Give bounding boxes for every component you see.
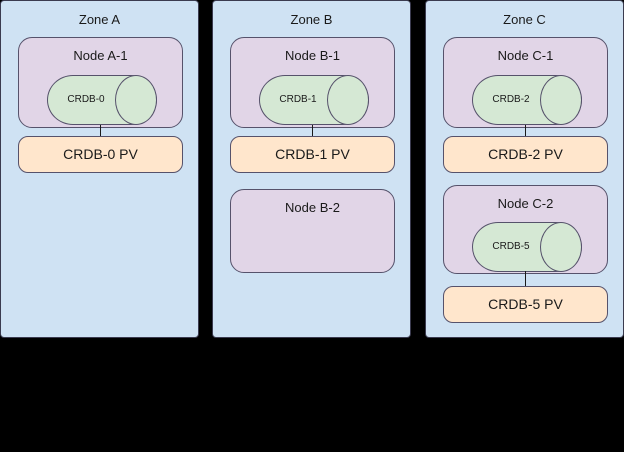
pod-label-crdb-1: CRDB-1 xyxy=(279,94,317,105)
connector-node-b-1-to-pv xyxy=(312,125,313,138)
node-container-b-2: Node B-2 xyxy=(230,189,395,273)
pv-box-crdb-0: CRDB-0 PV xyxy=(18,136,183,173)
cylinder-cap xyxy=(540,75,582,125)
connector-node-c-1-to-pv xyxy=(525,125,526,138)
node-container-a-1: Node A-1 CRDB-0 xyxy=(18,37,183,128)
zone-container-c: Zone C Node C-1 CRDB-2 CRDB-2 PV Node C-… xyxy=(425,0,624,338)
pv-label-crdb-0: CRDB-0 PV xyxy=(63,146,138,162)
zone-container-a: Zone A Node A-1 CRDB-0 CRDB-0 PV xyxy=(0,0,199,338)
pod-label-crdb-0: CRDB-0 xyxy=(67,94,105,105)
pod-cylinder-crdb-2: CRDB-2 xyxy=(472,75,582,125)
cylinder-cap xyxy=(540,222,582,272)
node-label-b-2: Node B-2 xyxy=(285,200,340,215)
zone-label-b: Zone B xyxy=(290,12,333,27)
node-label-a-1: Node A-1 xyxy=(73,48,128,63)
pv-box-crdb-2: CRDB-2 PV xyxy=(443,136,608,173)
pv-label-crdb-1: CRDB-1 PV xyxy=(275,146,350,162)
node-label-b-1: Node B-1 xyxy=(285,48,340,63)
node-container-b-1: Node B-1 CRDB-1 xyxy=(230,37,395,128)
cylinder-cap xyxy=(115,75,157,125)
pod-cylinder-crdb-1: CRDB-1 xyxy=(259,75,369,125)
zone-label-c: Zone C xyxy=(503,12,546,27)
pv-box-crdb-5: CRDB-5 PV xyxy=(443,286,608,323)
connector-node-c-2-to-pv xyxy=(525,271,526,286)
pod-cylinder-crdb-0: CRDB-0 xyxy=(47,75,157,125)
pod-label-crdb-5: CRDB-5 xyxy=(492,241,530,252)
node-container-c-2: Node C-2 CRDB-5 xyxy=(443,185,608,274)
node-label-c-2: Node C-2 xyxy=(497,196,554,211)
pod-label-crdb-2: CRDB-2 xyxy=(492,94,530,105)
connector-node-a-1-to-pv xyxy=(100,125,101,138)
cylinder-cap xyxy=(327,75,369,125)
node-label-c-1: Node C-1 xyxy=(497,48,554,63)
pv-box-crdb-1: CRDB-1 PV xyxy=(230,136,395,173)
zone-label-a: Zone A xyxy=(78,12,121,27)
pv-label-crdb-2: CRDB-2 PV xyxy=(488,146,563,162)
pod-cylinder-crdb-5: CRDB-5 xyxy=(472,222,582,272)
zone-container-b: Zone B Node B-1 CRDB-1 CRDB-1 PV Node B-… xyxy=(212,0,411,338)
node-container-c-1: Node C-1 CRDB-2 xyxy=(443,37,608,128)
pv-label-crdb-5: CRDB-5 PV xyxy=(488,296,563,312)
